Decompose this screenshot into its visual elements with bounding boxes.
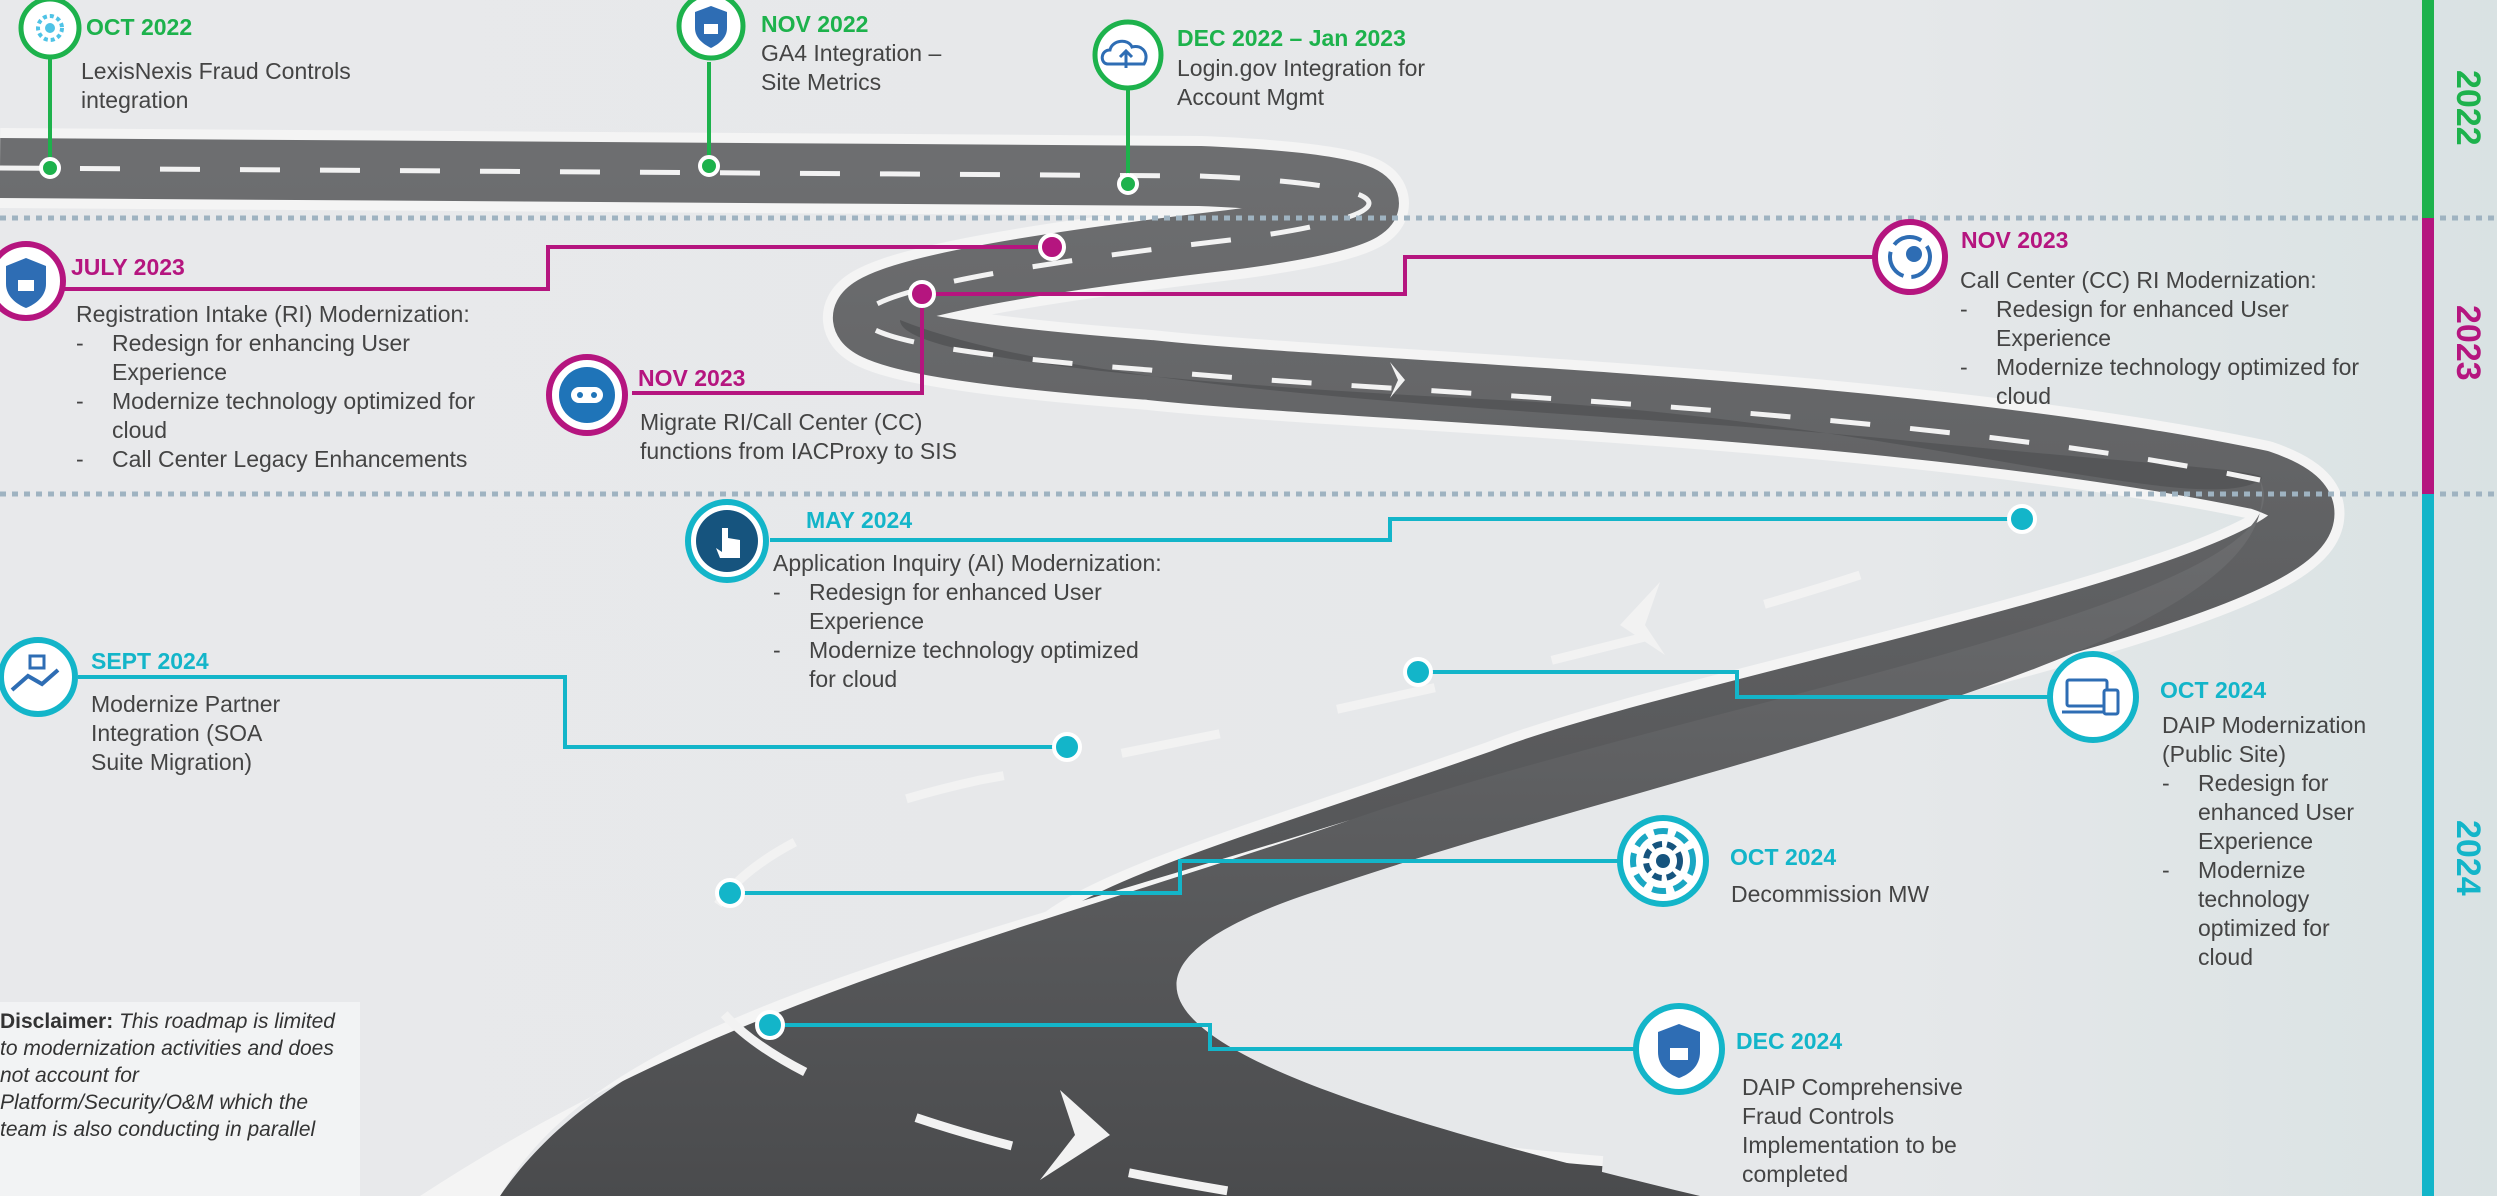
desc-bullet: Redesign for enhanced User Experience — [1960, 295, 2376, 353]
desc-line: Migrate RI/Call Center (CC) — [640, 409, 923, 435]
desc-line: DAIP Comprehensive — [1742, 1074, 1963, 1100]
milestone-date-oct-2024-mw: OCT 2024 — [1730, 844, 1837, 870]
desc-bullet: Redesign for enhanced User Experience — [773, 578, 1169, 636]
cloud-upload-icon — [1092, 19, 1164, 91]
milestone-date-oct-2024-daip: OCT 2024 — [2160, 677, 2267, 703]
desc-line: LexisNexis Fraud Controls — [81, 58, 351, 84]
year-bar-2024 — [2422, 494, 2434, 1196]
desc-title: DAIP Modernization (Public Site) — [2162, 712, 2367, 767]
milestone-desc-dec-2024: DAIP Comprehensive Fraud Controls Implem… — [1742, 1073, 2042, 1189]
lane-dashes — [0, 165, 2261, 483]
direction-chevron — [1040, 1090, 1110, 1180]
desc-title: Call Center (CC) RI Modernization: — [1960, 267, 2317, 293]
cycle-gear-icon — [1872, 219, 1948, 295]
gear-icon — [18, 0, 82, 60]
milestone-date-may-2024: MAY 2024 — [806, 507, 913, 533]
disclaimer-box: Disclaimer: This roadmap is limited to m… — [0, 1002, 360, 1196]
desc-bullet: Modernize technology optimized for cloud — [1960, 353, 2376, 411]
shield-lock-icon — [0, 241, 66, 321]
road-body-lower — [500, 480, 2265, 1196]
milestone-desc-oct-2022: LexisNexis Fraud Controls integration — [81, 57, 441, 115]
road-shoulder — [420, 820, 1350, 1196]
desc-line: Decommission MW — [1731, 881, 1930, 907]
desc-line: GA4 Integration – — [761, 40, 942, 66]
desc-line: Suite Migration) — [91, 749, 253, 775]
desc-bullet: Call Center Legacy Enhancements — [76, 445, 512, 474]
year-label-2024: 2024 — [2449, 820, 2487, 896]
milestone-desc-nov-2022: GA4 Integration – Site Metrics — [761, 39, 1021, 97]
milestone-date-dec-2022: DEC 2022 – Jan 2023 — [1177, 25, 1406, 51]
milestone-date-sept-2024: SEPT 2024 — [91, 648, 209, 674]
milestone-date-jul-2023: JULY 2023 — [71, 254, 185, 280]
desc-line: Modernize Partner — [91, 691, 281, 717]
touch-icon — [685, 499, 769, 583]
desc-line: functions from IACProxy to SIS — [640, 438, 958, 464]
connectors-2022 — [48, 58, 1130, 184]
gear-icon — [1617, 815, 1709, 907]
desc-line: Site Metrics — [761, 69, 882, 95]
desc-line: Integration (SOA — [91, 720, 263, 746]
direction-chevron — [1390, 362, 1405, 398]
road-markers-2024 — [715, 504, 2037, 1040]
milestone-date-dec-2024: DEC 2024 — [1736, 1028, 1843, 1054]
desc-bullet: Redesign for enhancing User Experience — [76, 329, 512, 387]
desc-bullet: Modernize technology optimized for cloud — [76, 387, 512, 445]
desc-line: Account Mgmt — [1177, 84, 1324, 110]
milestone-desc-oct-2024-mw: Decommission MW — [1731, 880, 2031, 909]
year-label-2022: 2022 — [2449, 70, 2487, 146]
desc-line: completed — [1742, 1161, 1849, 1187]
robot-icon — [546, 354, 628, 436]
desc-bullet: Modernize technology optimized for cloud — [773, 636, 1169, 694]
shield-lock-icon — [1633, 1003, 1725, 1095]
milestone-desc-nov-2023-ri: Migrate RI/Call Center (CC) functions fr… — [640, 408, 1020, 466]
road-markers-2022 — [39, 155, 1139, 195]
milestone-desc-may-2024: Application Inquiry (AI) Modernization: … — [773, 549, 1193, 694]
year-bar-2023 — [2422, 218, 2434, 494]
connectors-2024 — [78, 517, 2048, 1051]
milestone-date-nov-2023-ri: NOV 2023 — [638, 365, 746, 391]
milestone-desc-dec-2022: Login.gov Integration for Account Mgmt — [1177, 54, 1497, 112]
desc-line: Fraud Controls — [1742, 1103, 1895, 1129]
disclaimer-text: This roadmap is limited to modernization… — [0, 1010, 335, 1141]
desc-bullet: Modernize technology optimized for cloud — [2162, 856, 2378, 972]
desc-line: Login.gov Integration for — [1177, 55, 1426, 81]
direction-chevron — [1620, 582, 1665, 655]
road-markers-2023 — [908, 233, 1066, 308]
milestone-desc-sept-2024: Modernize Partner Integration (SOA Suite… — [91, 690, 331, 777]
milestone-desc-oct-2024-daip: DAIP Modernization (Public Site) Redesig… — [2162, 711, 2402, 972]
milestone-desc-jul-2023: Registration Intake (RI) Modernization: … — [76, 300, 516, 474]
milestone-date-nov-2022: NOV 2022 — [761, 11, 869, 37]
year-label-2023: 2023 — [2449, 305, 2487, 381]
milestone-date-oct-2022: OCT 2022 — [86, 14, 193, 40]
desc-line: Implementation to be — [1742, 1132, 1957, 1158]
milestone-date-nov-2023-cc: NOV 2023 — [1961, 227, 2069, 253]
desc-title: Application Inquiry (AI) Modernization: — [773, 550, 1162, 576]
desc-line: integration — [81, 87, 189, 113]
desc-title: Registration Intake (RI) Modernization: — [76, 301, 470, 327]
disclaimer-label: Disclaimer: — [0, 1010, 114, 1033]
milestone-desc-nov-2023-cc: Call Center (CC) RI Modernization: Redes… — [1960, 266, 2400, 411]
devices-icon — [2047, 651, 2139, 743]
shield-lock-icon — [676, 0, 746, 61]
year-bar-2022 — [2422, 0, 2434, 218]
desc-bullet: Redesign for enhanced User Experience — [2162, 769, 2378, 856]
connectors-2023 — [64, 245, 1875, 395]
road-body-upper — [900, 320, 2263, 490]
handshake-icon — [0, 637, 78, 717]
